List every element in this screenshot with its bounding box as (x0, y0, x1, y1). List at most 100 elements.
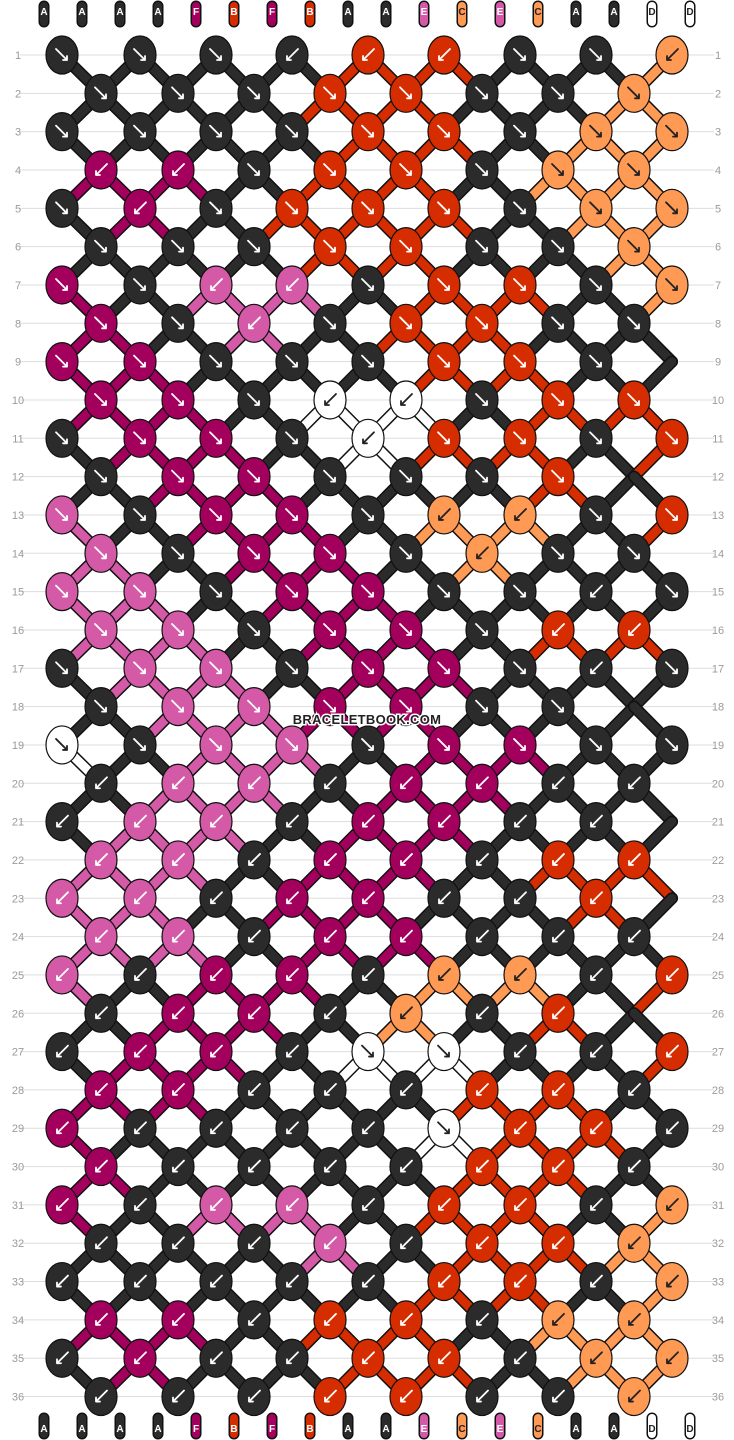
arrow-left-down-icon (95, 853, 108, 866)
row-number-right: 24 (712, 932, 724, 944)
arrow-left-down-icon (56, 1198, 69, 1211)
arrow-left-down-icon (666, 1044, 679, 1058)
arrow-right-down-icon (209, 508, 222, 521)
arrow-left-down-icon (324, 1236, 337, 1250)
knot (389, 457, 423, 497)
knot (579, 495, 613, 535)
knot (275, 342, 309, 382)
arrow-left-down-icon (172, 1159, 185, 1173)
knot (427, 725, 461, 765)
arrow-right-down-icon (209, 431, 222, 445)
knot (161, 1070, 195, 1110)
knot (389, 1223, 423, 1263)
arrow-left-down-icon (210, 278, 223, 291)
row-number-right: 7 (715, 280, 721, 292)
arrow-right-down-icon (437, 124, 450, 138)
arrow-left-down-icon (286, 891, 299, 905)
arrow-left-down-icon (324, 393, 337, 406)
row-number-right: 9 (715, 357, 721, 369)
arrow-left-down-icon (172, 1083, 185, 1096)
arrow-left-down-icon (172, 1312, 185, 1326)
knot (351, 35, 385, 75)
string-letter-bottom: E (421, 1424, 428, 1435)
row-number-left: 23 (12, 893, 24, 905)
knot (465, 1146, 499, 1187)
arrow-right-down-icon (589, 431, 602, 445)
arrow-left-down-icon (172, 776, 185, 790)
arrow-left-down-icon (400, 929, 413, 943)
arrow-right-down-icon (665, 661, 678, 675)
arrow-right-down-icon (665, 431, 678, 445)
knot (503, 112, 537, 152)
knot (161, 840, 195, 880)
arrow-left-down-icon (286, 278, 299, 291)
knot (313, 1146, 347, 1187)
knot (123, 1338, 157, 1378)
knot (465, 993, 499, 1033)
row-number-right: 26 (712, 1008, 724, 1020)
arrow-right-down-icon (55, 661, 68, 675)
knot (84, 687, 118, 727)
arrow-left-down-icon (248, 1236, 261, 1250)
arrow-right-down-icon (55, 124, 68, 138)
knot (427, 495, 461, 535)
arrow-left-down-icon (134, 1198, 147, 1211)
knot (275, 1261, 309, 1302)
arrow-left-down-icon (666, 968, 679, 981)
string-letter-bottom: B (306, 1424, 313, 1435)
row-number-right: 6 (715, 242, 721, 254)
knot (237, 227, 271, 267)
arrow-right-down-icon (627, 163, 640, 176)
knot (617, 1146, 651, 1187)
knot (275, 495, 309, 535)
arrow-left-down-icon (590, 1274, 603, 1288)
knot (275, 572, 309, 612)
arrow-right-down-icon (665, 508, 678, 521)
knot (465, 610, 499, 650)
arrow-right-down-icon (94, 86, 107, 100)
arrow-left-down-icon (552, 929, 565, 943)
arrow-left-down-icon (324, 1312, 337, 1326)
knot (655, 955, 689, 995)
arrow-right-down-icon (55, 738, 68, 751)
arrow-left-down-icon (514, 508, 527, 521)
knot (351, 1031, 385, 1072)
arrow-left-down-icon (95, 1083, 108, 1096)
row-number-left: 25 (12, 970, 24, 982)
knot (123, 342, 157, 382)
knot (351, 1261, 385, 1302)
arrow-left-down-icon (324, 1083, 337, 1096)
arrow-right-down-icon (323, 86, 336, 100)
row-number-left: 3 (15, 127, 21, 139)
knot (237, 993, 271, 1033)
knot (617, 840, 651, 880)
knot (351, 572, 385, 612)
knot (45, 112, 79, 152)
arrow-left-down-icon (590, 1351, 603, 1365)
arrow-left-down-icon (248, 1006, 261, 1020)
arrow-left-down-icon (56, 968, 69, 981)
arrow-right-down-icon (209, 738, 222, 751)
arrow-right-down-icon (399, 316, 412, 330)
arrow-right-down-icon (55, 431, 68, 445)
knot (123, 801, 157, 842)
arrow-right-down-icon (209, 48, 222, 61)
arrow-right-down-icon (513, 431, 526, 445)
arrow-right-down-icon (133, 508, 146, 521)
arrow-left-down-icon (248, 316, 261, 330)
row-number-right: 19 (712, 740, 724, 752)
knot (427, 1338, 461, 1378)
arrow-left-down-icon (590, 661, 603, 675)
arrow-right-down-icon (475, 163, 488, 176)
arrow-right-down-icon (94, 699, 107, 713)
arrow-right-down-icon (285, 738, 298, 751)
knot (389, 916, 423, 957)
knot (541, 687, 575, 727)
arrow-left-down-icon (514, 1044, 527, 1058)
knot (541, 1223, 575, 1263)
arrow-left-down-icon (324, 1006, 337, 1020)
arrow-left-down-icon (628, 1312, 641, 1326)
knot (465, 457, 499, 497)
